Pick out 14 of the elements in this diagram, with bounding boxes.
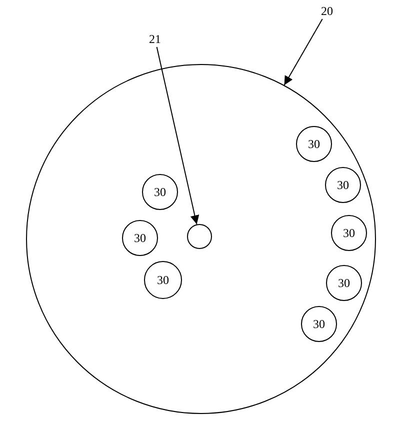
reference-numeral: 20 (319, 4, 335, 18)
leader-arrow (156, 46, 200, 225)
disc-outline (26, 64, 376, 414)
leader-arrow (284, 18, 323, 86)
numbered-circle: 30 (301, 306, 337, 342)
numbered-circle: 30 (142, 174, 178, 210)
reference-numeral: 21 (147, 32, 163, 46)
small-circle (187, 224, 212, 249)
numbered-circle: 30 (122, 220, 158, 256)
numbered-circle: 30 (331, 215, 367, 251)
numbered-circle: 30 (326, 265, 362, 301)
numbered-circle: 30 (325, 167, 361, 203)
numbered-circle: 30 (296, 126, 332, 162)
numbered-circle: 30 (144, 261, 182, 299)
